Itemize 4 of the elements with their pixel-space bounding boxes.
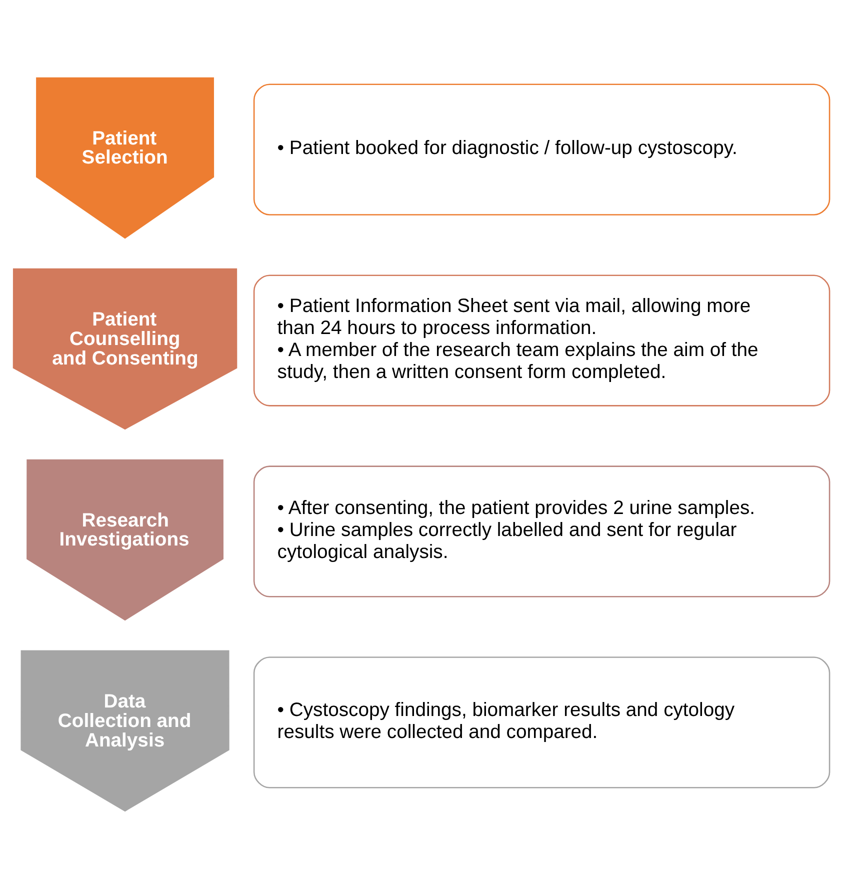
node-box: • Patient Information Sheet sent via mail, allowing more than 24 hours to process information. • A member of the research team explains the aim of the study, then a written consent form completed. [253, 274, 830, 406]
node-box: • After consenting, the patient provides 2 urine samples. • Urine samples correctly labelled and sent for regular cytological analysis. [253, 465, 830, 597]
node-box: • Cystoscopy findings, biomarker results and cytology results were collected and compared. [253, 656, 830, 788]
node-box: • Patient booked for diagnostic / follow-up cystoscopy. [253, 83, 830, 215]
